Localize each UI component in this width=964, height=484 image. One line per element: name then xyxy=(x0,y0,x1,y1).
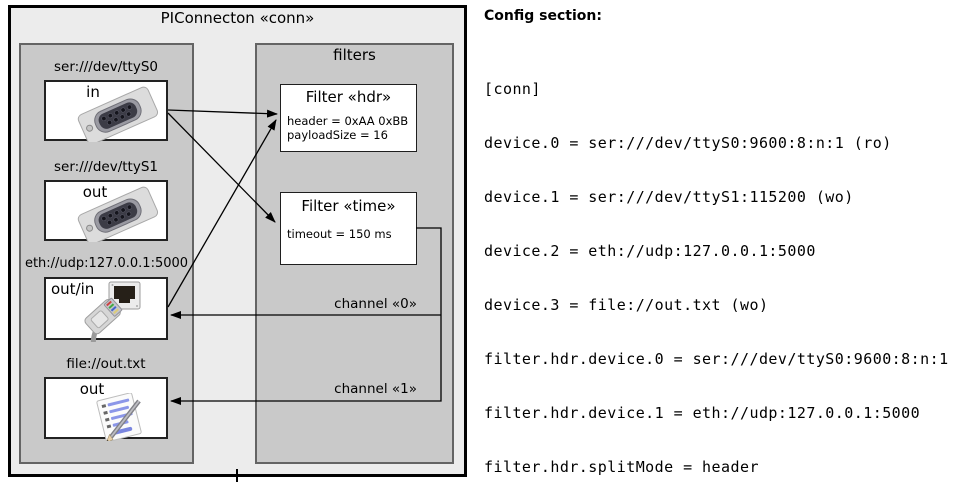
filter-prop: payloadSize = 16 xyxy=(287,128,388,142)
device-box-eth: out/in xyxy=(44,277,168,342)
filter-props: timeout = 150 ms xyxy=(287,227,392,241)
filter-box-time: Filter «time» timeout = 150 ms xyxy=(280,192,417,265)
device-uri-eth: eth://udp:127.0.0.1:5000 xyxy=(24,256,189,271)
device-box-ttys1: out xyxy=(44,180,168,242)
ethernet-plug-icon xyxy=(84,297,123,342)
config-text: [conn] device.0 = ser:///dev/ttyS0:9600:… xyxy=(484,44,958,484)
config-line: [conn] xyxy=(484,80,541,98)
bottom-border-tick xyxy=(236,469,238,482)
serial-connector-icon xyxy=(77,86,159,142)
filter-box-hdr: Filter «hdr» header = 0xAA 0xBB payloadS… xyxy=(280,84,417,152)
config-line: device.2 = eth://udp:127.0.0.1:5000 xyxy=(484,242,816,260)
device-box-file: out xyxy=(44,377,168,441)
ethernet-port-icon xyxy=(108,281,141,310)
config-heading: Config section: xyxy=(484,8,602,24)
device-direction-label: in xyxy=(86,83,100,101)
filter-props: header = 0xAA 0xBB payloadSize = 16 xyxy=(287,114,408,142)
config-line: device.0 = ser:///dev/ttyS0:9600:8:n:1 (… xyxy=(484,134,892,152)
device-box-ttys0: in xyxy=(44,80,168,142)
filter-prop: timeout = 150 ms xyxy=(287,227,392,241)
config-line: device.3 = file://out.txt (wo) xyxy=(484,296,769,314)
config-line: filter.hdr.device.1 = eth://udp:127.0.0.… xyxy=(484,404,921,422)
config-line: filter.hdr.splitMode = header xyxy=(484,458,759,476)
filters-panel-title: filters xyxy=(333,46,376,64)
notepad-pencil-icon xyxy=(96,393,142,441)
device-uri-ttys0: ser:///dev/ttyS0 xyxy=(54,59,158,75)
device-direction-label: out xyxy=(79,380,105,398)
device-direction-label: out xyxy=(82,183,108,201)
config-line: filter.hdr.device.0 = ser:///dev/ttyS0:9… xyxy=(484,350,949,368)
device-direction-label: out/in xyxy=(51,280,95,298)
channel-0-label: channel «0» xyxy=(334,296,417,312)
channel-1-label: channel «1» xyxy=(334,381,417,397)
config-line: device.1 = ser:///dev/ttyS1:115200 (wo) xyxy=(484,188,854,206)
filter-title: Filter «hdr» xyxy=(305,88,392,106)
diagram-title: PIConnecton «conn» xyxy=(160,9,315,27)
device-uri-file: file://out.txt xyxy=(66,356,146,372)
device-uri-ttys1: ser:///dev/ttyS1 xyxy=(54,159,158,175)
filter-title: Filter «time» xyxy=(301,197,396,215)
filter-prop: header = 0xAA 0xBB xyxy=(287,114,409,128)
serial-connector-icon xyxy=(77,186,159,242)
